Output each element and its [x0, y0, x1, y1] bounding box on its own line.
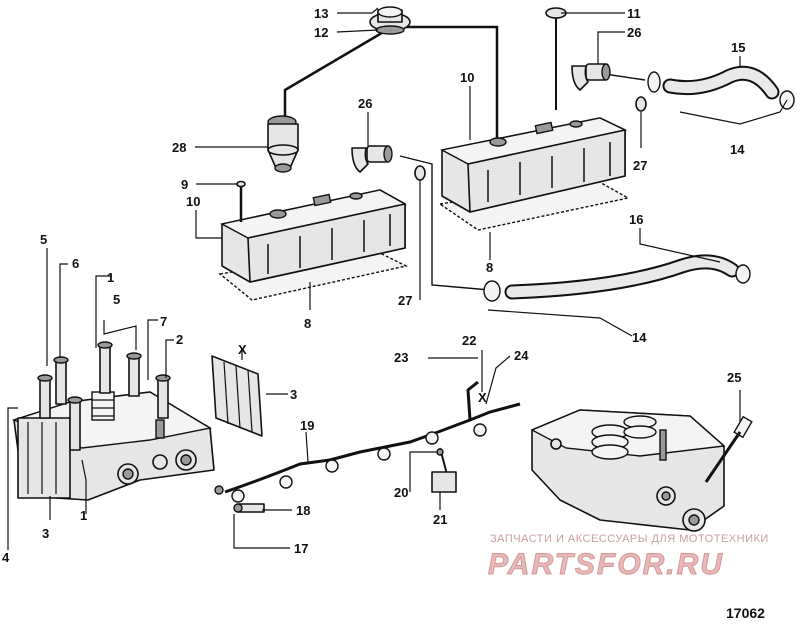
- callout-x-right: X: [478, 390, 487, 405]
- callout-12: 12: [314, 25, 328, 40]
- callout-x-left: X: [238, 342, 247, 357]
- gasket-3: [211, 355, 263, 437]
- callout-28: 28: [172, 140, 186, 155]
- callout-19: 19: [300, 418, 314, 433]
- cylinder-head-right: [530, 409, 753, 532]
- watermark-logo: ЗАПЧАСТИ И АКСЕССУАРЫ ДЛЯ МОТОТЕХНИКИ PA…: [488, 533, 769, 582]
- hose-15: [647, 65, 795, 110]
- callout-4: 4: [2, 550, 10, 565]
- callout-7: 7: [160, 314, 167, 329]
- figure-number: 17062: [726, 605, 765, 621]
- callout-5-center: 5: [113, 292, 120, 307]
- callout-21: 21: [433, 512, 447, 527]
- callout-8-left: 8: [304, 316, 311, 331]
- callout-8-right: 8: [486, 260, 493, 275]
- callout-10-left: 10: [186, 194, 200, 209]
- callout-2: 2: [176, 332, 183, 347]
- callout-22: 22: [462, 333, 476, 348]
- callout-15: 15: [731, 40, 745, 55]
- callout-1-upper: 1: [107, 270, 114, 285]
- callout-labels: 13 12 11 26 15 10 28 26 10 27 14 9 16 8 …: [2, 6, 745, 565]
- callout-leaders: [7, 7, 788, 550]
- callout-20: 20: [394, 485, 408, 500]
- assembly-leaders: [283, 25, 646, 291]
- watermark-brand: PARTSFOR.RU: [488, 548, 724, 581]
- callout-25: 25: [727, 370, 741, 385]
- callout-27-upper: 27: [633, 158, 647, 173]
- callout-3-lower: 3: [42, 526, 49, 541]
- callout-23: 23: [394, 350, 408, 365]
- callout-10-right: 10: [460, 70, 474, 85]
- callout-17: 17: [294, 541, 308, 556]
- callout-11: 11: [627, 6, 641, 21]
- elbow-fitting-lower: [351, 145, 393, 173]
- bolt-18: [214, 485, 265, 513]
- callout-16: 16: [629, 212, 643, 227]
- callout-3-gasket: 3: [290, 387, 297, 402]
- callout-18: 18: [296, 503, 310, 518]
- hose-16: [483, 254, 751, 302]
- callout-14-upper: 14: [730, 142, 745, 157]
- fuel-rail-19: [224, 380, 521, 503]
- callout-1-lower: 1: [80, 508, 87, 523]
- callout-26-lower: 26: [358, 96, 372, 111]
- callout-14-lower: 14: [632, 330, 647, 345]
- grommet-upper: [635, 96, 647, 112]
- callout-13: 13: [314, 6, 328, 21]
- sensor-20-21: [431, 447, 457, 493]
- callout-6: 6: [72, 256, 79, 271]
- callout-9: 9: [181, 177, 188, 192]
- callout-27-lower: 27: [398, 293, 412, 308]
- bolt-9: [236, 180, 246, 222]
- callout-26-upper: 26: [627, 25, 641, 40]
- cylinder-head-left: [11, 341, 215, 501]
- callout-24: 24: [514, 348, 529, 363]
- oil-fill-cap: [369, 6, 411, 35]
- filler-neck: [267, 115, 299, 173]
- elbow-fitting-upper: [571, 63, 611, 91]
- valve-cover-right: [438, 117, 630, 231]
- callout-5-left: 5: [40, 232, 47, 247]
- watermark-caption: ЗАПЧАСТИ И АКСЕССУАРЫ ДЛЯ МОТОТЕХНИКИ: [490, 533, 769, 545]
- plug-11: [545, 7, 567, 110]
- valve-cover-left: [218, 189, 409, 301]
- grommet-lower: [414, 165, 426, 181]
